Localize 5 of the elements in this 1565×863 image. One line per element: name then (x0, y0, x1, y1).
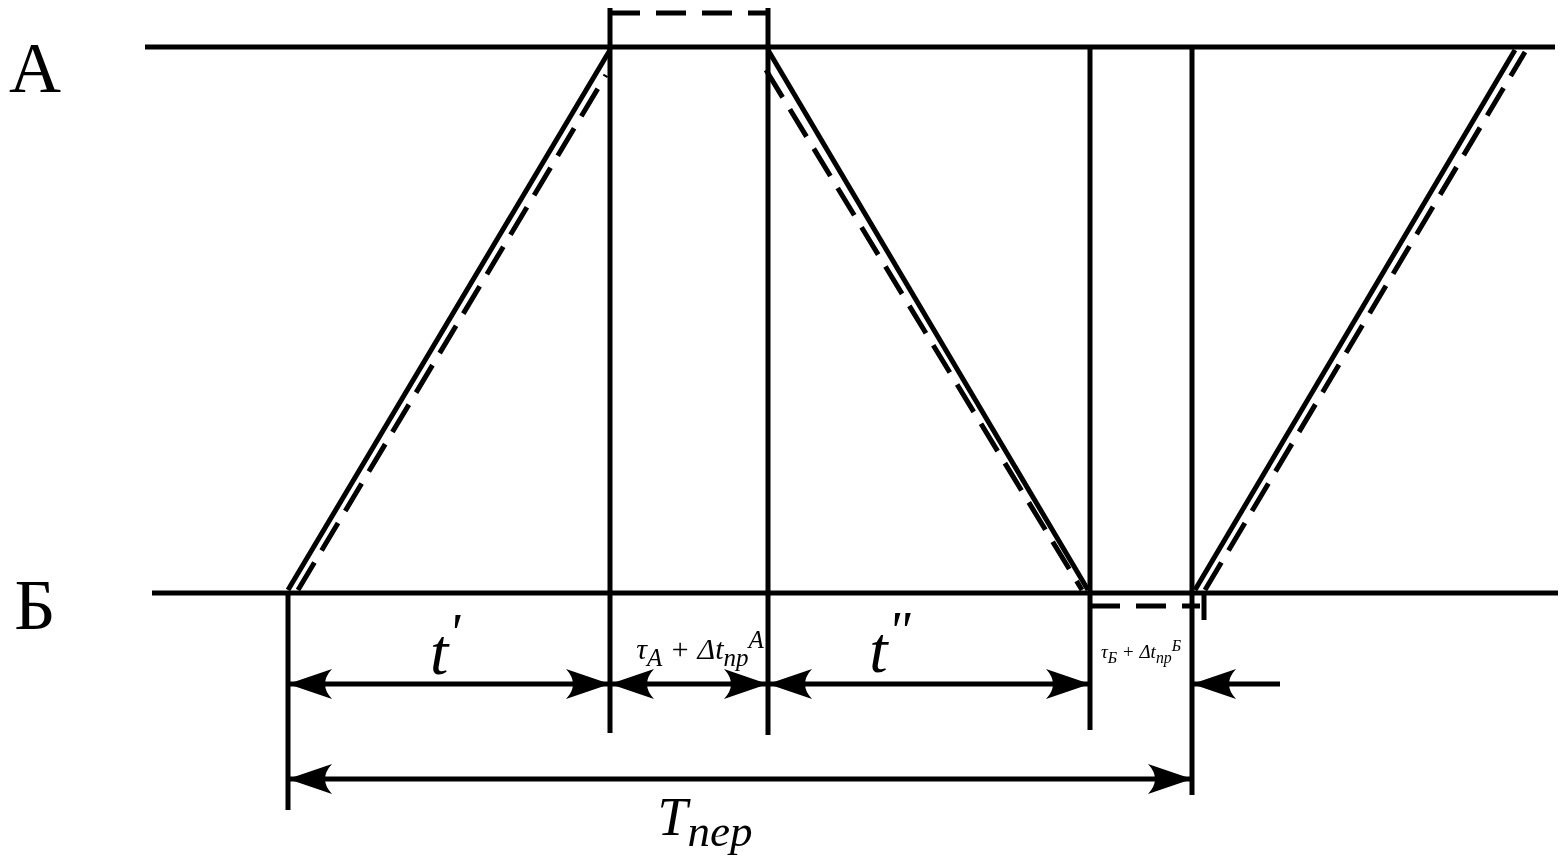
station-label: Б (14, 569, 56, 641)
station-label: А (9, 32, 61, 104)
period-label: T$_{пер}$ (657, 789, 753, 855)
interval-label: t$^{"}$ (869, 603, 911, 683)
interval-label: t$^{'}$ (429, 605, 461, 685)
